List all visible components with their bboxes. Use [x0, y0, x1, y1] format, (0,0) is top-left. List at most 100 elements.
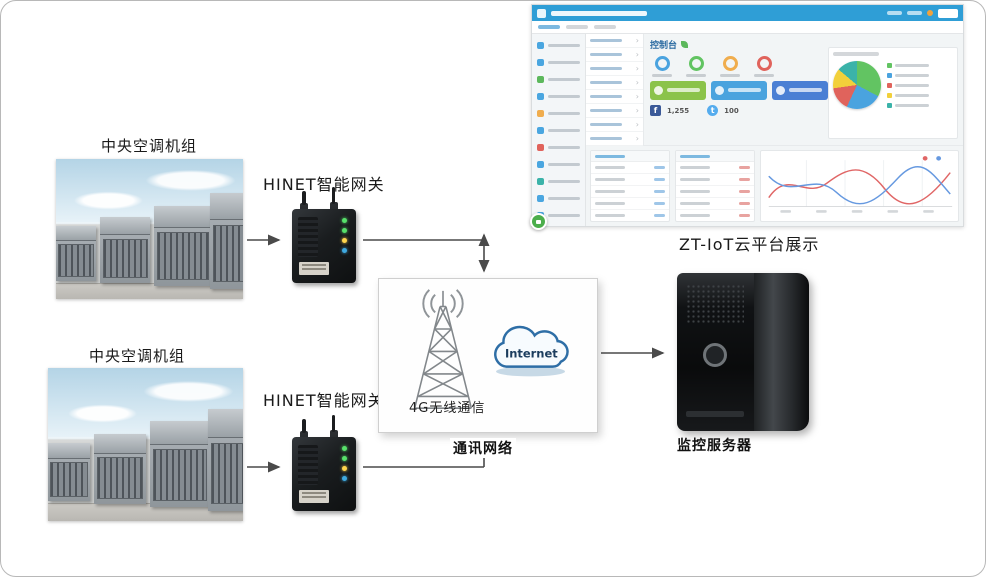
antenna-base — [330, 430, 338, 438]
pie-chart — [833, 61, 881, 109]
tile-deep-blue — [772, 81, 828, 100]
header-menu-placeholder — [887, 11, 902, 15]
facebook-icon: f — [650, 105, 661, 116]
sidebar-item — [532, 105, 585, 122]
antenna-icon — [302, 419, 306, 433]
internet-label: Internet — [505, 347, 558, 361]
chat-fab-icon — [530, 213, 547, 230]
header-menu-placeholder — [907, 11, 922, 15]
table-row — [676, 174, 754, 186]
server-caption: 监控服务器 — [677, 438, 752, 454]
table-row — [676, 162, 754, 174]
submenu-row — [586, 34, 643, 48]
tile-green — [650, 81, 706, 100]
app-logo — [537, 8, 546, 18]
legend-row — [887, 102, 929, 108]
antenna-icon — [332, 187, 335, 204]
gateway-bottom-label: HINET智能网关 — [263, 391, 385, 410]
radio-tower-icon — [413, 289, 473, 409]
antenna-base — [300, 203, 308, 210]
status-leds — [342, 446, 347, 481]
chevron-right-icon — [636, 107, 639, 115]
gateway-device-top — [288, 187, 363, 286]
stat-item — [754, 56, 774, 77]
rooftop — [56, 283, 243, 299]
chevron-right-icon — [636, 51, 639, 59]
dashboard-toolbar — [532, 21, 963, 34]
antenna-base — [330, 202, 338, 210]
chevron-right-icon — [636, 65, 639, 73]
trend-chart-card — [760, 150, 959, 222]
ac-unit-block — [210, 193, 243, 289]
dashboard-console: 控制台 — [644, 34, 963, 145]
chevron-right-icon — [636, 37, 639, 45]
legend-row — [887, 62, 929, 68]
table-row — [591, 186, 669, 198]
device-label — [299, 262, 329, 275]
ac-unit-block — [100, 217, 150, 283]
device-label — [299, 490, 329, 503]
table-header — [591, 151, 669, 162]
sidebar-item — [532, 139, 585, 156]
chevron-right-icon — [636, 79, 639, 87]
status-leds — [342, 218, 347, 253]
menu-icon — [537, 93, 544, 100]
toolbar-tab — [594, 25, 616, 29]
ac-unit-block — [56, 226, 96, 281]
gateway-top-label: HINET智能网关 — [263, 175, 385, 194]
sidebar-item — [532, 190, 585, 207]
server-drive-slot — [686, 410, 745, 417]
sidebar-item — [532, 122, 585, 139]
gateway-body — [292, 209, 356, 283]
user-chip — [938, 8, 958, 18]
submenu-row — [586, 76, 643, 90]
stats-table-2 — [675, 150, 755, 222]
communication-network-box: Internet 4G无线通信 — [378, 278, 598, 433]
stat-item — [720, 56, 740, 77]
menu-icon — [537, 178, 544, 185]
monitoring-server-image — [677, 273, 809, 431]
sidebar-item — [532, 37, 585, 54]
sidebar-item — [532, 88, 585, 105]
ac-unit-bottom-label: 中央空调机组 — [89, 347, 186, 365]
pie-legend — [887, 62, 929, 108]
gateway-device-bottom — [288, 415, 363, 514]
menu-icon — [537, 59, 544, 66]
legend-row — [887, 92, 929, 98]
ac-unit-block — [208, 409, 243, 511]
internet-cloud-icon: Internet — [494, 325, 569, 377]
sidebar-item — [532, 173, 585, 190]
submenu-row — [586, 104, 643, 118]
gateway-body — [292, 437, 356, 511]
sidebar-item — [532, 71, 585, 88]
server-vents — [686, 284, 745, 326]
ac-unit-top-label: 中央空调机组 — [101, 137, 198, 155]
ac-unit-block — [150, 421, 210, 507]
ac-unit-block — [94, 434, 146, 504]
facebook-count: 1,255 — [667, 106, 690, 115]
menu-icon — [537, 110, 544, 117]
menu-icon — [537, 127, 544, 134]
chevron-right-icon — [636, 135, 639, 143]
table-row — [591, 174, 669, 186]
stat-item — [652, 56, 672, 77]
toolbar-tab — [538, 25, 560, 29]
sidebar-item — [532, 54, 585, 71]
dashboard-submenu — [586, 34, 644, 146]
ac-units-photo-top — [56, 159, 243, 299]
ac-unit-block — [154, 206, 212, 286]
submenu-row — [586, 90, 643, 104]
server-front-panel — [677, 273, 754, 431]
submenu-row — [586, 118, 643, 132]
twitter-icon: t — [707, 105, 719, 116]
console-title: 控制台 — [650, 40, 678, 51]
server-side-panel — [753, 273, 809, 431]
submenu-row — [586, 62, 643, 76]
notification-dot — [927, 10, 933, 16]
menu-icon — [537, 161, 544, 168]
banner-tiles — [650, 81, 828, 100]
antenna-base — [300, 431, 308, 438]
leaf-icon — [681, 40, 689, 48]
chevron-right-icon — [636, 121, 639, 129]
table-row — [676, 198, 754, 210]
